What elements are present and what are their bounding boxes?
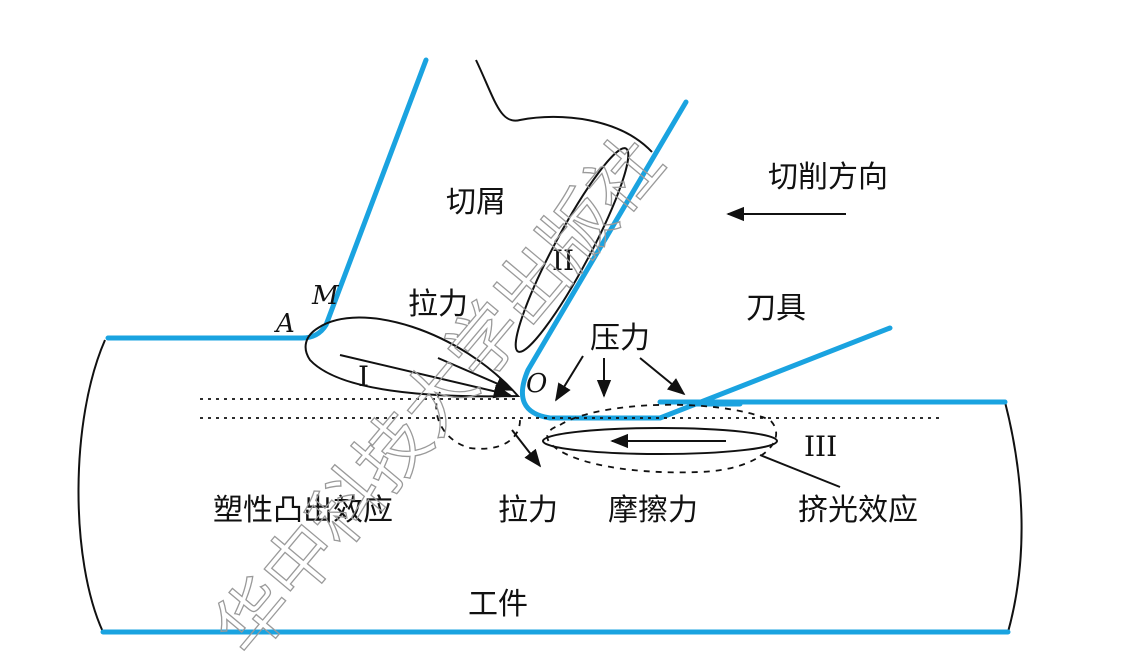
chip-free-edge	[475, 59, 653, 153]
point-a-label: A	[274, 309, 295, 339]
point-o-label: O	[526, 369, 547, 399]
friction-label: 摩擦力	[608, 493, 698, 528]
zone-3-outer-dashed	[546, 403, 777, 474]
tool-label: 刀具	[746, 291, 806, 326]
tension-arrow-lower	[511, 429, 542, 468]
tension-arrow-2	[339, 354, 512, 399]
cutting-direction-label: 切削方向	[768, 160, 888, 195]
zone-1-outline	[304, 316, 521, 398]
pressure-arrow-right	[639, 357, 686, 396]
zone-2-outline	[514, 147, 630, 353]
tool-rake-face	[519, 99, 893, 421]
tension-top-label: 拉力	[408, 287, 468, 322]
plastic-bulge-label: 塑性凸出效应	[213, 493, 393, 528]
zone-1-label: I	[358, 360, 369, 393]
point-m-label: M	[311, 281, 340, 311]
workpiece-right-edge	[1004, 401, 1023, 633]
workpiece-left-edge	[77, 339, 106, 633]
plastic-bulge-dashed	[435, 391, 521, 450]
chip-outer-edge	[105, 57, 429, 341]
burnishing-label: 挤光效应	[798, 493, 918, 528]
zone-2-label: II	[552, 244, 574, 277]
publisher-watermark: 华中科技大学出版社	[199, 121, 680, 668]
workpiece-label: 工件	[468, 587, 528, 622]
zone-3-label: III	[804, 430, 837, 463]
chip-label: 切屑	[446, 185, 506, 220]
zone-3-inner	[542, 427, 778, 455]
pressure-label: 压力	[590, 321, 650, 356]
pressure-arrow-left	[555, 355, 584, 402]
tension-bottom-label: 拉力	[498, 493, 558, 528]
burnishing-leader	[759, 454, 841, 488]
